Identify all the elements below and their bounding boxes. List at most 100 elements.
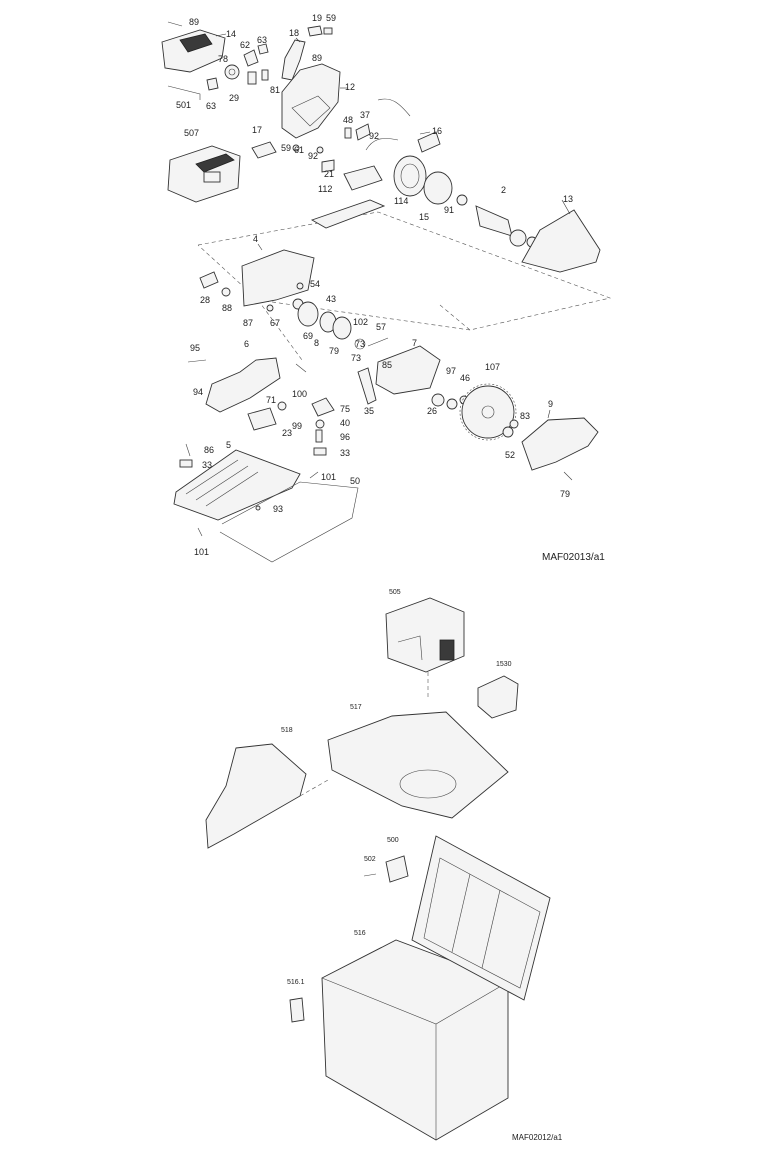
callout: 9 [548, 399, 554, 409]
callout: 516 [354, 930, 366, 937]
part-517-inlay [327, 711, 509, 819]
callout: 14 [226, 29, 237, 39]
callout: 101 [321, 472, 337, 482]
callout: 114 [394, 196, 409, 206]
callout: 79 [329, 346, 340, 356]
callout: 23 [282, 428, 293, 438]
callout: 46 [460, 373, 471, 383]
part-516-case-box [321, 939, 509, 1141]
callout: 63 [257, 35, 268, 45]
callout: 18 [289, 28, 300, 38]
callout: 91 [444, 205, 455, 215]
diagram-code-case: MAF02012/a1 [512, 1133, 563, 1142]
callout: 502 [364, 856, 376, 863]
callout: 94 [193, 387, 204, 397]
callout: 4 [253, 234, 259, 244]
callout: 67 [270, 318, 281, 328]
callout: 81 [270, 85, 281, 95]
callout: 19 [312, 13, 323, 23]
part-18-strip [281, 39, 306, 81]
part-12-housing [281, 63, 341, 139]
part-5-base-plate [173, 449, 301, 521]
callout: 43 [326, 294, 337, 304]
callout: 52 [505, 450, 516, 460]
callout: 1530 [496, 661, 512, 668]
callout: 28 [200, 295, 211, 305]
callout: 59 [281, 143, 292, 153]
callout: 500 [387, 837, 399, 844]
part-14-cover [161, 29, 226, 73]
part-13-gear-housing [521, 209, 601, 273]
part-4-blade-housing [241, 249, 315, 307]
callout: 2 [501, 185, 507, 195]
callout: 61 [294, 145, 305, 155]
callout: 50 [350, 476, 361, 486]
callout: 57 [376, 322, 387, 332]
part-7-lower-guard [375, 345, 441, 395]
callout: 71 [266, 395, 277, 405]
part-9-blade-guard [521, 417, 599, 471]
callout: 101 [194, 547, 210, 557]
callout: 73 [351, 353, 362, 363]
callout: 507 [184, 128, 200, 138]
part-112-controller [343, 165, 383, 191]
callout: 89 [312, 53, 323, 63]
callout: 112 [318, 184, 333, 194]
callout: 86 [204, 445, 215, 455]
callout: 78 [218, 54, 229, 64]
callout: 79 [560, 489, 571, 499]
part-505-cover [385, 597, 465, 673]
callout: 96 [340, 432, 351, 442]
callout: 35 [364, 406, 375, 416]
callout: 29 [229, 93, 240, 103]
callout: 88 [222, 303, 233, 313]
callout: 12 [345, 82, 356, 92]
callout: 5 [226, 440, 232, 450]
callout: 87 [243, 318, 254, 328]
callout: 73 [355, 339, 366, 349]
part-1530-adapter [477, 675, 519, 719]
callout: 13 [563, 194, 574, 204]
callout: 95 [190, 343, 201, 353]
callout: 16 [432, 126, 443, 136]
part-50-rip-fence [219, 481, 359, 563]
callout: 6 [244, 339, 250, 349]
callout: 97 [446, 366, 457, 376]
callout: 59 [326, 13, 337, 23]
callout: 102 [353, 317, 369, 327]
callout: 21 [324, 169, 335, 179]
callout: 505 [389, 589, 401, 596]
callout: 83 [520, 411, 531, 421]
callout: 69 [303, 331, 314, 341]
callout: 17 [252, 125, 263, 135]
callout: 62 [240, 40, 251, 50]
part-518-insert [205, 743, 307, 849]
callout: 518 [281, 727, 293, 734]
callout: 33 [202, 460, 213, 470]
callout: 501 [176, 100, 192, 110]
callout: 99 [292, 421, 303, 431]
callout: 75 [340, 404, 351, 414]
callout: 33 [340, 448, 351, 458]
callout: 7 [412, 338, 418, 348]
callout: 92 [308, 151, 319, 161]
callout: 93 [273, 504, 284, 514]
callout: 107 [485, 362, 501, 372]
callout: 100 [292, 389, 308, 399]
callout: 516.1 [287, 979, 305, 986]
callout: 54 [310, 279, 321, 289]
callout: 63 [206, 101, 217, 111]
callout: 15 [419, 212, 430, 222]
diagram-code-saw: MAF02013/a1 [542, 552, 605, 563]
callout: 48 [343, 115, 354, 125]
callout: 92 [369, 131, 380, 141]
part-107-saw-blade [459, 383, 517, 441]
part-516-case-lid [411, 835, 551, 1001]
callout: 517 [350, 704, 362, 711]
part-2-rotor [475, 205, 513, 237]
part-114-stator [393, 155, 427, 197]
callout: 89 [189, 17, 200, 27]
callout: 37 [360, 110, 371, 120]
callout: 26 [427, 406, 438, 416]
